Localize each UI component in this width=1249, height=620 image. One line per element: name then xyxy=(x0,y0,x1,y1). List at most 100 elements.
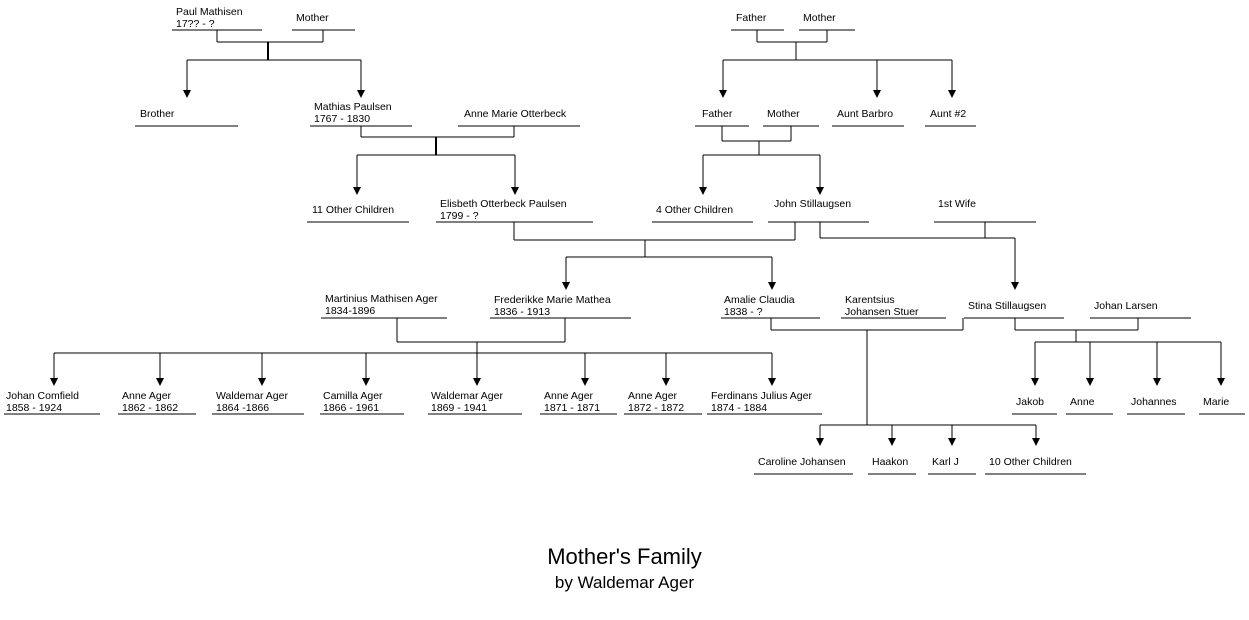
arrow-head xyxy=(873,90,881,98)
person-dates: 1871 - 1871 xyxy=(544,402,601,414)
person-name: Caroline Johansen xyxy=(758,456,846,468)
arrow-head xyxy=(1086,378,1094,386)
person-name: Johannes xyxy=(1131,396,1177,408)
arrow-head xyxy=(1032,438,1040,446)
diagram-subtitle: by Waldemar Ager xyxy=(554,573,695,592)
person-name: 1st Wife xyxy=(938,198,976,210)
person-johan-larsen: Johan Larsen xyxy=(1094,300,1158,312)
person-name: 4 Other Children xyxy=(656,204,734,216)
arrow-head xyxy=(948,438,956,446)
person-name: Aunt Barbro xyxy=(837,108,894,120)
arrow-head xyxy=(888,438,896,446)
person-right-mother: Mother xyxy=(767,108,800,120)
person-johannes: Johannes xyxy=(1131,396,1177,408)
person-name: Anne xyxy=(1070,396,1095,408)
person-name: Paul Mathisen xyxy=(176,6,243,18)
person-name: Haakon xyxy=(872,456,909,468)
person-name: Camilla Ager xyxy=(323,390,383,402)
person-name: Anne Ager xyxy=(544,390,594,402)
person-name: Jakob xyxy=(1016,396,1045,408)
person-name: Karl J xyxy=(932,456,959,468)
arrow-head xyxy=(816,187,824,195)
person-name: Waldemar Ager xyxy=(216,390,288,402)
person-name: Frederikke Marie Mathea xyxy=(494,294,611,306)
arrow-head xyxy=(1031,378,1039,386)
person-karl-j: Karl J xyxy=(932,456,959,468)
person-name: Anne Marie Otterbeck xyxy=(464,108,567,120)
person-right-father: Father xyxy=(702,108,732,120)
person-name: Johan Larsen xyxy=(1094,300,1158,312)
person-jakob: Jakob xyxy=(1016,396,1044,408)
person-10-other-children: 10 Other Children xyxy=(989,456,1072,468)
person-marie: Marie xyxy=(1203,396,1229,408)
person-haakon: Haakon xyxy=(872,456,908,468)
person-name: Waldemar Ager xyxy=(431,390,503,402)
arrow-head xyxy=(353,187,361,195)
person-anne-otterbeck: Anne Marie Otterbeck xyxy=(464,108,566,120)
person-name: Mother xyxy=(767,108,800,120)
person-dates: Johansen Stuer xyxy=(845,306,919,318)
person-caroline: Caroline Johansen xyxy=(758,456,846,468)
arrow-head xyxy=(50,378,58,386)
person-stina: Stina Stillaugsen xyxy=(968,300,1046,312)
person-dates: 1874 - 1884 xyxy=(711,402,768,414)
person-dates: 1836 - 1913 xyxy=(494,306,551,318)
person-dates: 1872 - 1872 xyxy=(628,402,685,414)
person-name: Father xyxy=(702,108,733,120)
person-name: 11 Other Children xyxy=(312,204,395,216)
arrow-head xyxy=(662,378,670,386)
person-name: Karentsius xyxy=(845,294,895,306)
arrow-head xyxy=(357,90,365,98)
arrow-head xyxy=(258,378,266,386)
person-aunt-barbro: Aunt Barbro xyxy=(837,108,893,120)
person-name: John Stillaugsen xyxy=(774,198,852,210)
person-name: Mother xyxy=(803,12,836,24)
person-name: Mathias Paulsen xyxy=(314,101,392,113)
arrow-head xyxy=(362,378,370,386)
arrow-head xyxy=(511,187,519,195)
person-name: Aunt #2 xyxy=(930,108,967,120)
arrow-head xyxy=(581,378,589,386)
person-name: Mother xyxy=(296,12,329,24)
person-aunt-2: Aunt #2 xyxy=(930,108,966,120)
arrow-head xyxy=(1011,282,1019,290)
person-name: Anne Ager xyxy=(628,390,678,402)
person-name: Ferdinans Julius Ager xyxy=(711,390,812,402)
person-dates: 1858 - 1924 xyxy=(6,402,63,414)
person-name: Anne Ager xyxy=(122,390,172,402)
person-name: Elisbeth Otterbeck Paulsen xyxy=(440,198,567,210)
arrow-head xyxy=(816,438,824,446)
person-paul-mother: Mother xyxy=(296,12,329,24)
person-dates: 1767 - 1830 xyxy=(314,113,371,125)
person-right-father-top: Father xyxy=(736,12,766,24)
person-name: Johan Comfield xyxy=(6,390,79,402)
person-name: 10 Other Children xyxy=(989,456,1072,468)
person-name: Stina Stillaugsen xyxy=(968,300,1047,312)
person-name: Martinius Mathisen Ager xyxy=(325,293,438,305)
person-dates: 1869 - 1941 xyxy=(431,402,488,414)
person-dates: 1866 - 1961 xyxy=(323,402,380,414)
person-4-other-children: 4 Other Children xyxy=(656,204,733,216)
person-dates: 17?? - ? xyxy=(176,18,215,30)
arrow-head xyxy=(156,378,164,386)
person-dates: 1864 -1866 xyxy=(216,402,270,414)
arrow-head xyxy=(768,282,776,290)
arrow-head xyxy=(699,187,707,195)
person-dates: 1838 - ? xyxy=(724,306,763,318)
arrow-head xyxy=(948,90,956,98)
person-11-other-children: 11 Other Children xyxy=(312,204,394,216)
